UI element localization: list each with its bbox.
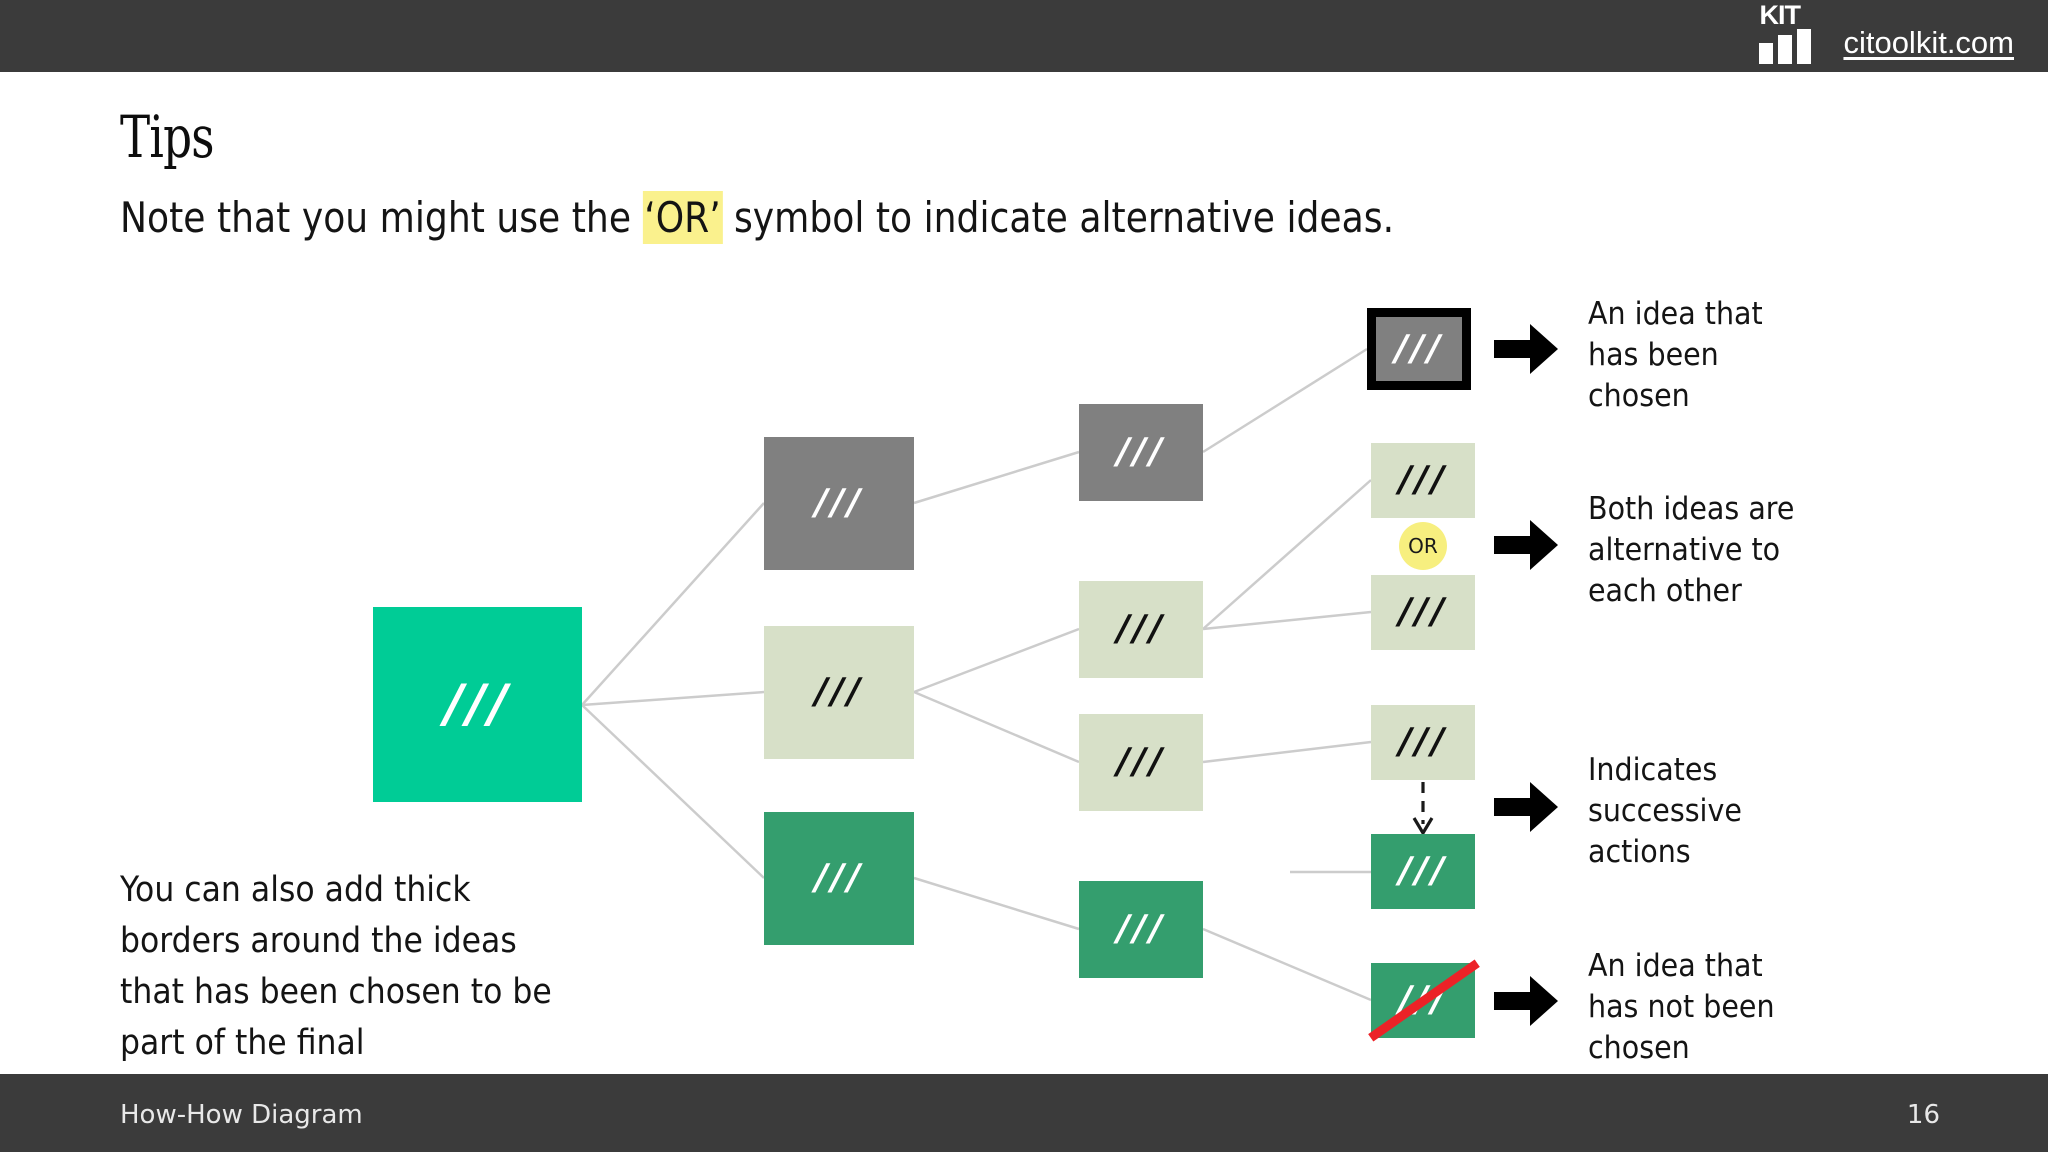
node-label: /// bbox=[1398, 979, 1448, 1020]
right-arrow-icon bbox=[1494, 324, 1558, 374]
node-label: /// bbox=[814, 671, 864, 712]
node-label: /// bbox=[444, 673, 511, 734]
legend-text-chosen: An idea that has been chosen bbox=[1588, 296, 1763, 414]
footer-bar: How-How Diagram 16 bbox=[0, 1074, 2048, 1152]
node-label: /// bbox=[1116, 431, 1166, 472]
node-label: /// bbox=[1398, 850, 1448, 891]
footer-page-number: 16 bbox=[1906, 1100, 1940, 1130]
node-label: /// bbox=[1398, 459, 1448, 500]
node-l3-d[interactable]: /// bbox=[1079, 881, 1203, 978]
node-label: /// bbox=[1394, 327, 1444, 369]
page-subtitle: Note that you might use the ‘OR’ symbol … bbox=[120, 191, 1395, 244]
node-l3-b[interactable]: /// bbox=[1079, 581, 1203, 678]
kit-logo-icon: KIT bbox=[1757, 0, 1829, 66]
subtitle-highlight-or: ‘OR’ bbox=[642, 191, 723, 244]
node-l4-c[interactable]: /// bbox=[1371, 575, 1475, 650]
node-l4-e[interactable]: /// bbox=[1371, 834, 1475, 909]
dashed-successive-arrow bbox=[1412, 782, 1434, 837]
or-badge-label: OR bbox=[1408, 534, 1438, 558]
node-l2-b[interactable]: /// bbox=[764, 626, 914, 759]
node-label: /// bbox=[814, 857, 864, 898]
or-badge: OR bbox=[1399, 522, 1447, 570]
node-label: /// bbox=[1116, 908, 1166, 949]
node-l2-c[interactable]: /// bbox=[764, 812, 914, 945]
strike-through-icon bbox=[1368, 959, 1480, 1042]
page-title: Tips bbox=[120, 103, 214, 171]
node-l3-a[interactable]: /// bbox=[1079, 404, 1203, 501]
node-label: /// bbox=[1116, 608, 1166, 649]
right-arrow-icon bbox=[1494, 520, 1558, 570]
brand-block[interactable]: KIT citoolkit.com bbox=[1757, 0, 2014, 66]
legend-text-successive: Indicates successive actions bbox=[1588, 752, 1742, 870]
node-label: /// bbox=[1398, 721, 1448, 762]
subtitle-part-1: Note that you might use the bbox=[120, 193, 643, 242]
node-l4-b[interactable]: /// bbox=[1371, 443, 1475, 518]
node-label: /// bbox=[814, 482, 864, 523]
node-l4-d[interactable]: /// bbox=[1371, 705, 1475, 780]
brand-url-link[interactable]: citoolkit.com bbox=[1843, 25, 2014, 60]
bar-chart-icon bbox=[1759, 29, 1812, 64]
node-l4-a-chosen[interactable]: /// bbox=[1367, 308, 1471, 390]
node-l4-f-not-chosen[interactable]: /// bbox=[1371, 963, 1475, 1038]
logo-kit-text: KIT bbox=[1759, 0, 1800, 30]
header-bar: KIT citoolkit.com bbox=[0, 0, 2048, 72]
node-label: /// bbox=[1398, 591, 1448, 632]
subtitle-part-2: symbol to indicate alternative ideas. bbox=[722, 193, 1395, 242]
node-label: /// bbox=[1116, 741, 1166, 782]
node-root[interactable]: /// bbox=[373, 607, 582, 802]
right-arrow-icon bbox=[1494, 976, 1558, 1026]
footer-title: How-How Diagram bbox=[120, 1100, 363, 1130]
legend-text-alternative: Both ideas are alternative to each other bbox=[1588, 491, 1795, 609]
node-l2-a[interactable]: /// bbox=[764, 437, 914, 570]
node-l3-c[interactable]: /// bbox=[1079, 714, 1203, 811]
legend-text-not-chosen: An idea that has not been chosen bbox=[1588, 948, 1775, 1066]
right-arrow-icon bbox=[1494, 782, 1558, 832]
body-note-text: You can also add thick borders around th… bbox=[120, 870, 552, 1063]
